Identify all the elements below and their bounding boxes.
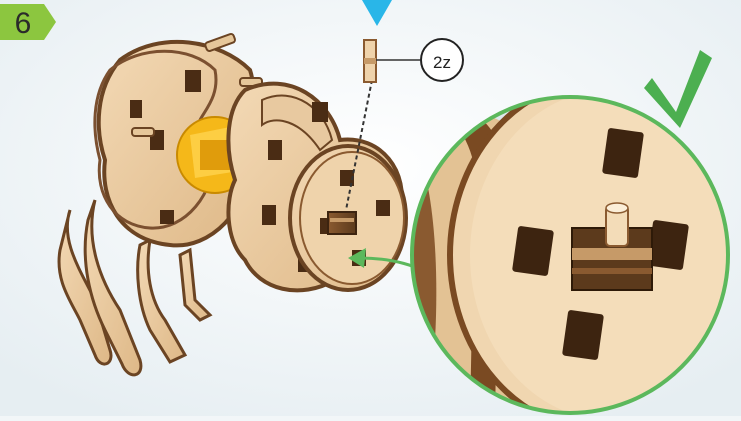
front-disk — [290, 146, 406, 290]
step-number: 6 — [0, 6, 46, 42]
peg-part — [364, 40, 376, 82]
part-callout-label: 2z — [419, 40, 465, 86]
step-badge: 6 — [0, 2, 58, 42]
